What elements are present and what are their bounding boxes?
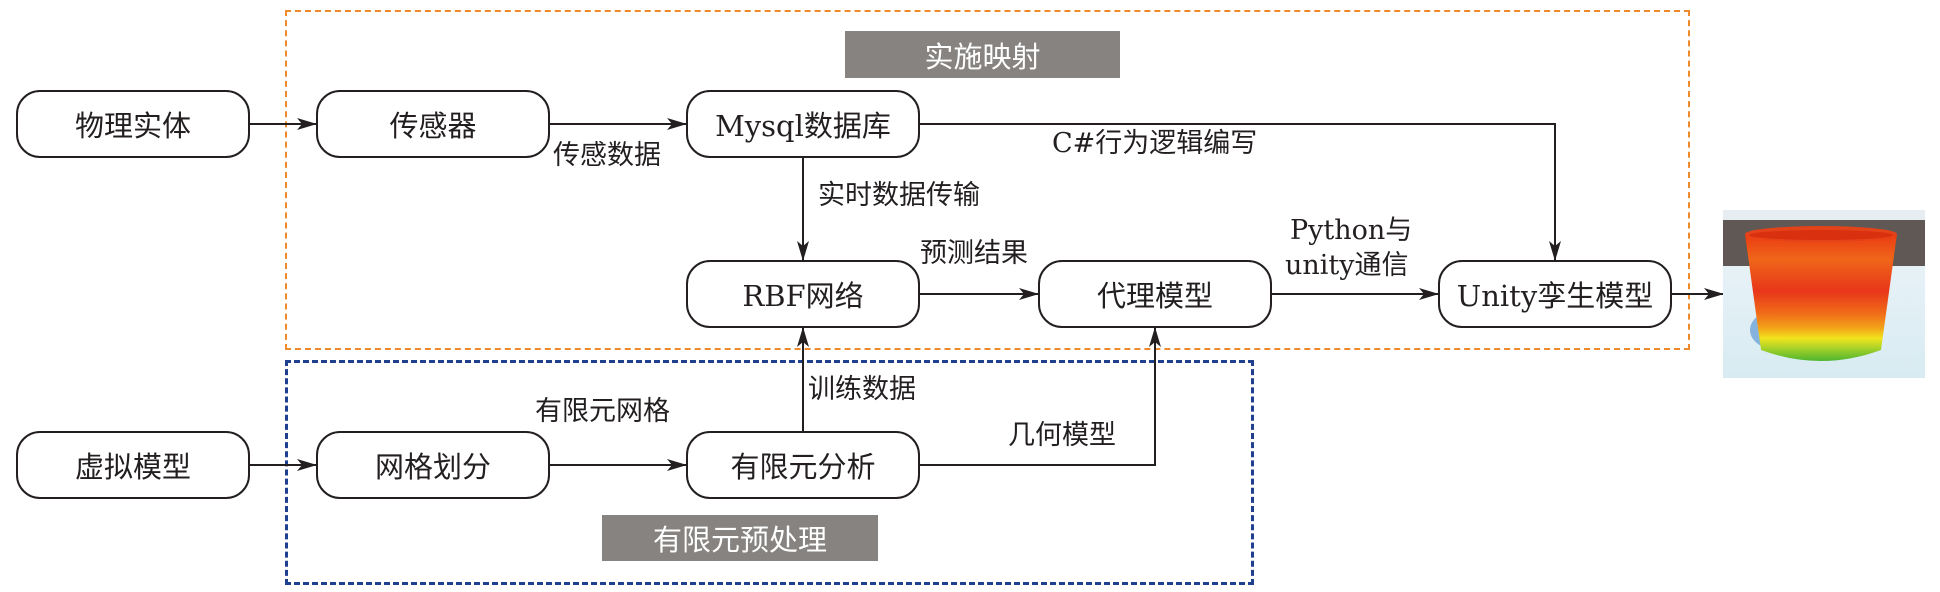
edge-fe-to-surrogate	[920, 327, 1161, 466]
group-fe-preprocessing	[285, 360, 1254, 585]
edge-label-realtime-transfer: 实时数据传输	[818, 180, 980, 211]
group-label-implementation-mapping: 实施映射	[845, 31, 1120, 78]
node-fe-analysis: 有限元分析	[686, 431, 920, 499]
group-implementation-mapping	[285, 10, 1690, 350]
node-surrogate-model: 代理模型	[1038, 260, 1272, 328]
unity-render-image	[1723, 210, 1925, 378]
node-unity-twin-model: Unity孪生模型	[1438, 260, 1672, 328]
edge-label-python-unity-line2: unity通信	[1285, 250, 1409, 281]
edge-label-training-data: 训练数据	[808, 374, 916, 405]
edge-label-python-unity-line1: Python与	[1290, 215, 1413, 246]
node-physical-entity: 物理实体	[16, 90, 250, 158]
edge-label-fe-mesh: 有限元网格	[535, 396, 670, 427]
edge-label-csharp-logic: C#行为逻辑编写	[1052, 128, 1258, 159]
node-mysql-database: Mysql数据库	[686, 90, 920, 158]
node-sensor: 传感器	[316, 90, 550, 158]
edge-mysql-to-unity	[920, 123, 1561, 261]
edge-label-prediction-result: 预测结果	[920, 238, 1028, 269]
edge-label-geometry-model: 几何模型	[1008, 420, 1116, 451]
node-virtual-model: 虚拟模型	[16, 431, 250, 499]
node-rbf-network: RBF网络	[686, 260, 920, 328]
group-label-fe-preprocessing: 有限元预处理	[602, 515, 878, 561]
edge-label-sensor-data: 传感数据	[553, 140, 661, 171]
node-mesh-division: 网格划分	[316, 431, 550, 499]
